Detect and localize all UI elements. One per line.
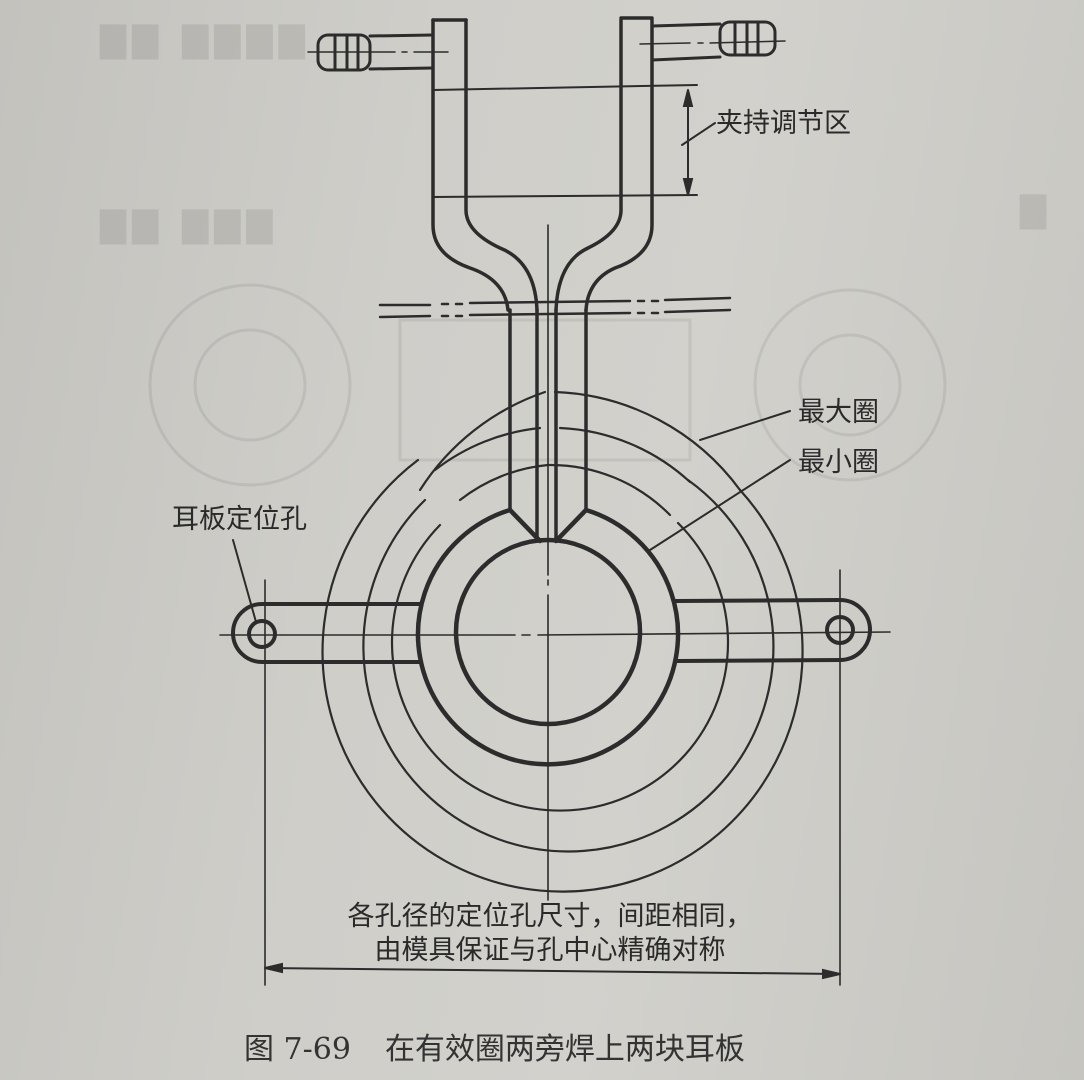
ring-mid xyxy=(362,478,775,853)
fork-arms xyxy=(431,16,654,312)
clamp-dimension xyxy=(681,89,716,196)
bleed-through-text: ▇ xyxy=(1020,190,1053,230)
bleed-through-text: ▇▇ ▇▇▇ xyxy=(100,205,279,245)
tube-centerlines xyxy=(307,40,786,53)
clamp-zone-lines xyxy=(432,84,698,198)
min-ring xyxy=(390,521,730,812)
note-line-1: 各孔径的定位孔尺寸，间距相同， xyxy=(347,901,753,932)
center-lines xyxy=(219,224,891,986)
right-tube xyxy=(650,20,777,62)
leaders xyxy=(232,410,791,623)
ear-hole-label: 耳板定位孔 xyxy=(172,504,307,535)
stem xyxy=(508,308,588,543)
break-lines xyxy=(378,296,732,319)
clamp-zone-label: 夹持调节区 xyxy=(716,108,851,139)
note-line-2: 由模具保证与孔中心精确对称 xyxy=(374,935,726,966)
concentric-rings xyxy=(321,390,804,893)
dimension-note: 各孔径的定位孔尺寸，间距相同， 由模具保证与孔中心精确对称 xyxy=(300,900,800,968)
bleed-through-text: ▇▇ ▇▇▇▇ xyxy=(100,20,311,60)
bottom-dimension xyxy=(264,962,841,980)
min-ring-label: 最小圈 xyxy=(798,447,879,478)
figure-caption: 图 7-69 在有效圈两旁焊上两块耳板 xyxy=(244,1024,745,1068)
max-ring-label: 最大圈 xyxy=(798,397,879,428)
figure-number: 图 7-69 xyxy=(244,1032,351,1067)
figure-title: 在有效圈两旁焊上两块耳板 xyxy=(384,1032,745,1067)
bleed-through-circles xyxy=(148,283,947,487)
max-ring xyxy=(321,458,804,893)
